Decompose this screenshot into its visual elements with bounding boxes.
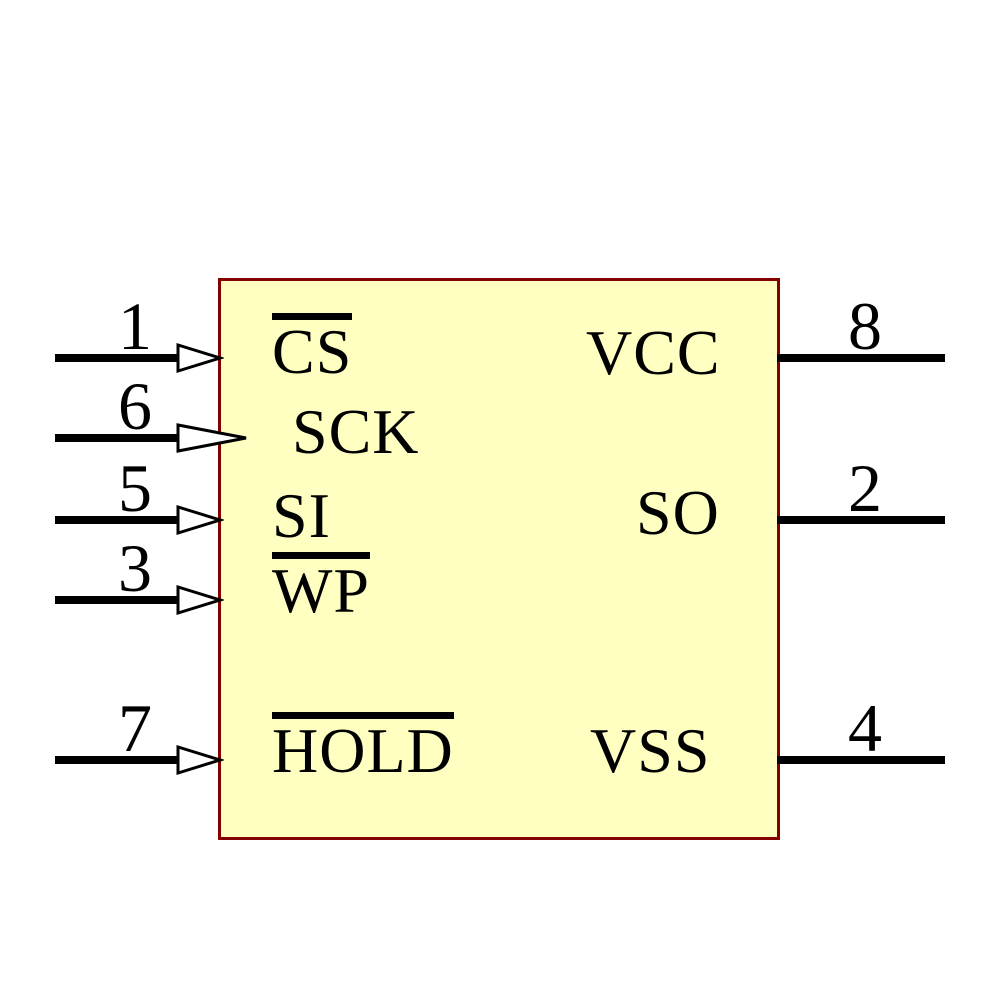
pin-label-cs: CS [272, 313, 353, 384]
pin-label-vcc: VCC [586, 317, 721, 388]
pin-3-wire [55, 596, 180, 604]
pin-label-hold-text: HOLD [272, 712, 454, 783]
pin-4-number: 4 [848, 690, 882, 766]
pin-1-number: 1 [118, 288, 152, 364]
pin-label-wp: WP [272, 552, 370, 623]
pin-2-number: 2 [848, 450, 882, 526]
pin-label-so: SO [636, 477, 720, 548]
pin-1-wire [55, 354, 180, 362]
pin-5-input-arrow-icon [176, 504, 224, 536]
pin-label-vss: VSS [590, 715, 711, 786]
pin-5-wire [55, 516, 180, 524]
component-body [218, 278, 780, 840]
pin-7-input-arrow-icon [176, 744, 224, 776]
pin-3-number: 3 [118, 530, 152, 606]
pin-label-wp-text: WP [272, 552, 370, 623]
pin-8-wire [777, 354, 945, 362]
pin-2-wire [777, 516, 945, 524]
pin-3-input-arrow-icon [176, 584, 224, 616]
pin-label-hold: HOLD [272, 712, 454, 783]
pin-1-input-arrow-icon [176, 342, 224, 374]
pin-label-si: SI [272, 480, 331, 551]
pin-7-number: 7 [118, 690, 152, 766]
pin-6-clock-arrow-icon [176, 423, 247, 453]
pin-8-number: 8 [848, 288, 882, 364]
pin-label-sck: SCK [292, 396, 420, 467]
pin-6-wire [55, 434, 180, 442]
pin-label-cs-text: CS [272, 313, 353, 384]
pin-5-number: 5 [118, 450, 152, 526]
pin-6-number: 6 [118, 368, 152, 444]
pin-7-wire [55, 756, 180, 764]
pin-4-wire [777, 756, 945, 764]
